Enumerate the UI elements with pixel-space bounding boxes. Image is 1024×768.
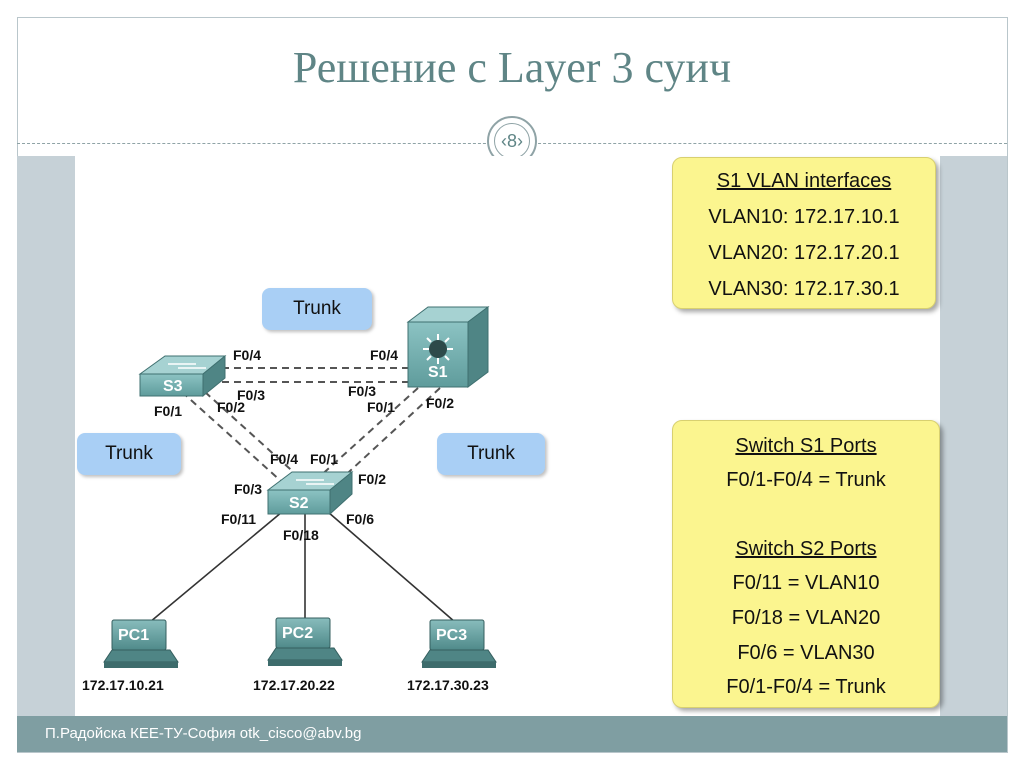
- port-s2-f011: F0/11: [221, 511, 256, 527]
- switch-s1-label: S1: [428, 364, 448, 381]
- link-s3-f02-s2: [204, 391, 301, 479]
- port-s1-f03: F0/3: [348, 383, 376, 399]
- port-s2-f04: F0/4: [270, 451, 298, 467]
- port-s2-f018: F0/18: [283, 527, 319, 543]
- trunk-links: [181, 367, 441, 483]
- port-s2-f03: F0/3: [234, 481, 262, 497]
- trunk-label-top: Trunk: [262, 288, 372, 330]
- pc2-ip: 172.17.20.22: [253, 677, 335, 693]
- s1-vlan-line: VLAN20: 172.17.20.1: [708, 242, 900, 264]
- switch-s3-label: S3: [163, 378, 183, 395]
- pc2-label: PC2: [282, 625, 313, 642]
- port-s1-f01: F0/1: [367, 399, 395, 415]
- s2-ports-heading: Switch S2 Ports: [735, 538, 877, 560]
- port-s2-f01: F0/1: [310, 451, 338, 467]
- port-s3-f01: F0/1: [154, 403, 182, 419]
- pc1-label: PC1: [118, 627, 149, 644]
- trunk-label-left: Trunk: [77, 433, 181, 475]
- pc3-label: PC3: [436, 627, 467, 644]
- link-s3-f01-s2: [181, 391, 283, 483]
- s2-ports-line: F0/1-F0/4 = Trunk: [726, 676, 886, 698]
- s2-ports-line: F0/6 = VLAN30: [737, 642, 875, 664]
- pc2-icon: [267, 617, 343, 666]
- switch-ports-box: Switch S1 Ports F0/1-F0/4 = Trunk Switch…: [672, 420, 940, 708]
- footer-bar: П.Радойска КЕЕ-ТУ-София otk_cisco@abv.bg: [17, 716, 1007, 752]
- s1-vlan-line: VLAN30: 172.17.30.1: [708, 278, 900, 300]
- slide-title: Решение с Layer 3 суич: [292, 43, 732, 92]
- link-s2-pc1: [149, 511, 283, 623]
- trunk-label-right: Trunk: [437, 433, 545, 475]
- port-s3-f03: F0/3: [237, 387, 265, 403]
- port-s3-f04: F0/4: [233, 347, 261, 363]
- switch-s2-icon: [266, 470, 354, 516]
- s1-vlan-line: VLAN10: 172.17.10.1: [708, 206, 900, 228]
- switch-s1-icon: [406, 306, 490, 388]
- port-s2-f02: F0/2: [358, 471, 386, 487]
- port-s1-f02: F0/2: [426, 395, 454, 411]
- right-side-panel: [940, 156, 1007, 716]
- s2-ports-line: F0/18 = VLAN20: [731, 607, 881, 629]
- left-side-panel: [17, 156, 75, 716]
- port-s2-f06: F0/6: [346, 511, 374, 527]
- switch-s2-label: S2: [289, 495, 309, 512]
- pc1-ip: 172.17.10.21: [82, 677, 164, 693]
- pc1-icon: [103, 619, 179, 668]
- footer-text: П.Радойска КЕЕ-ТУ-София otk_cisco@abv.bg: [45, 725, 362, 742]
- port-s3-f02: F0/2: [217, 399, 245, 415]
- switch-s3-icon: [138, 354, 227, 398]
- pc3-icon: [421, 619, 497, 668]
- s2-ports-line: F0/11 = VLAN10: [732, 572, 880, 594]
- link-s2-pc3: [327, 511, 456, 623]
- s1-vlan-heading: S1 VLAN interfaces: [716, 170, 892, 192]
- s1-ports-heading: Switch S1 Ports: [735, 435, 877, 457]
- access-links: [149, 511, 456, 623]
- s1-vlan-box: S1 VLAN interfaces VLAN10: 172.17.10.1 V…: [672, 157, 936, 309]
- pc3-ip: 172.17.30.23: [407, 677, 489, 693]
- port-s1-f04: F0/4: [370, 347, 398, 363]
- link-s1-f01-s2: [317, 387, 419, 479]
- s1-ports-line: F0/1-F0/4 = Trunk: [726, 469, 886, 491]
